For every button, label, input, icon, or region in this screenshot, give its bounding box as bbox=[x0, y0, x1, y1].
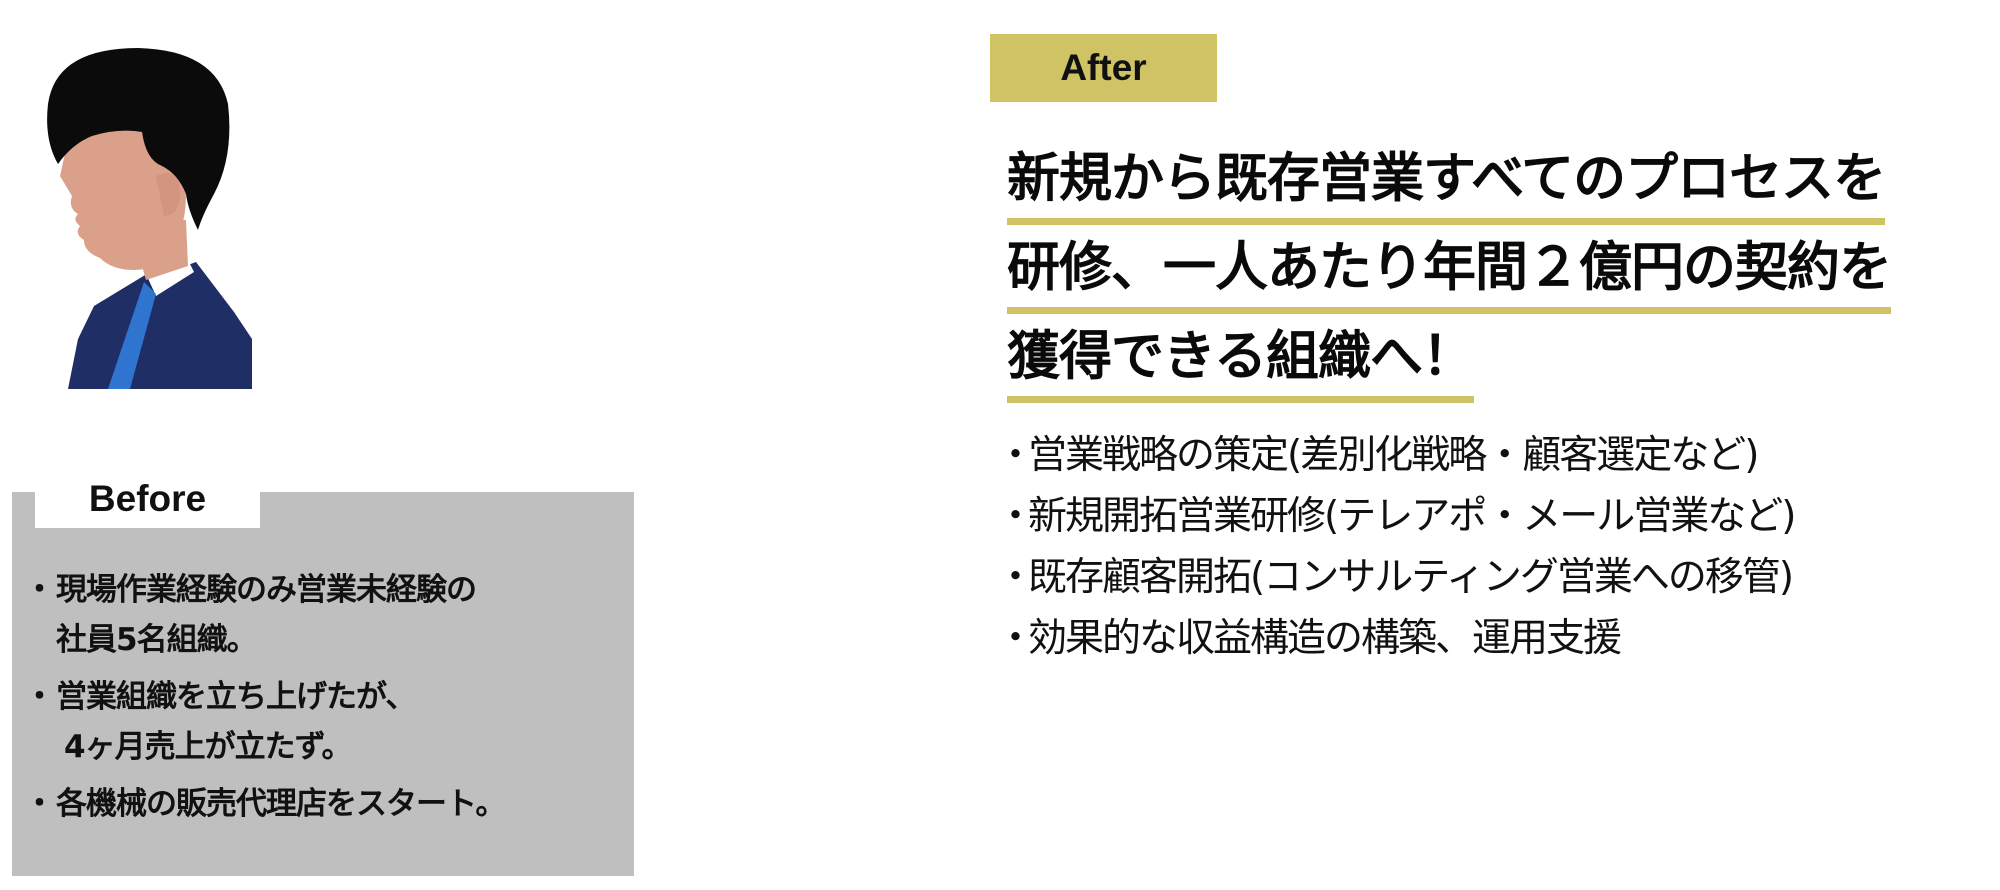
after-tab: After bbox=[990, 34, 1217, 102]
businessman-avatar-icon bbox=[47, 48, 252, 389]
after-item: 効果的な収益構造の構築、運用支援 bbox=[996, 608, 1980, 669]
before-tab: Before bbox=[35, 470, 260, 528]
before-item-line: 現場作業経験のみ営業未経験の bbox=[56, 572, 477, 608]
before-item: 現場作業経験のみ営業未経験の 社員5名組織。 bbox=[24, 565, 628, 665]
headline-line: 新規から既存営業すべてのプロセスを bbox=[1007, 140, 1886, 225]
before-item: 各機械の販売代理店をスタート。 bbox=[24, 779, 628, 829]
before-item-line: 4ヶ月売上が立たず。 bbox=[64, 729, 352, 765]
before-item-line: 各機械の販売代理店をスタート。 bbox=[56, 786, 506, 822]
after-headline: 新規から既存営業すべてのプロセスを 研修、一人あたり年間２億円の契約を 獲得でき… bbox=[1007, 140, 1982, 407]
before-item-line: 社員5名組織。 bbox=[56, 622, 258, 658]
before-item-line: 営業組織を立ち上げたが、 bbox=[56, 679, 416, 715]
after-list: 営業戦略の策定(差別化戦略・顧客選定など) 新規開拓営業研修(テレアポ・メール営… bbox=[996, 425, 1980, 669]
before-item: 営業組織を立ち上げたが、 4ヶ月売上が立たず。 bbox=[24, 672, 628, 772]
after-item: 新規開拓営業研修(テレアポ・メール営業など) bbox=[996, 486, 1980, 547]
after-item: 既存顧客開拓(コンサルティング営業への移管) bbox=[996, 547, 1980, 608]
headline-line: 獲得できる組織へ！ bbox=[1007, 318, 1475, 403]
before-list: 現場作業経験のみ営業未経験の 社員5名組織。 営業組織を立ち上げたが、 4ヶ月売… bbox=[24, 565, 628, 836]
headline-line: 研修、一人あたり年間２億円の契約を bbox=[1007, 229, 1892, 314]
after-item: 営業戦略の策定(差別化戦略・顧客選定など) bbox=[996, 425, 1980, 486]
